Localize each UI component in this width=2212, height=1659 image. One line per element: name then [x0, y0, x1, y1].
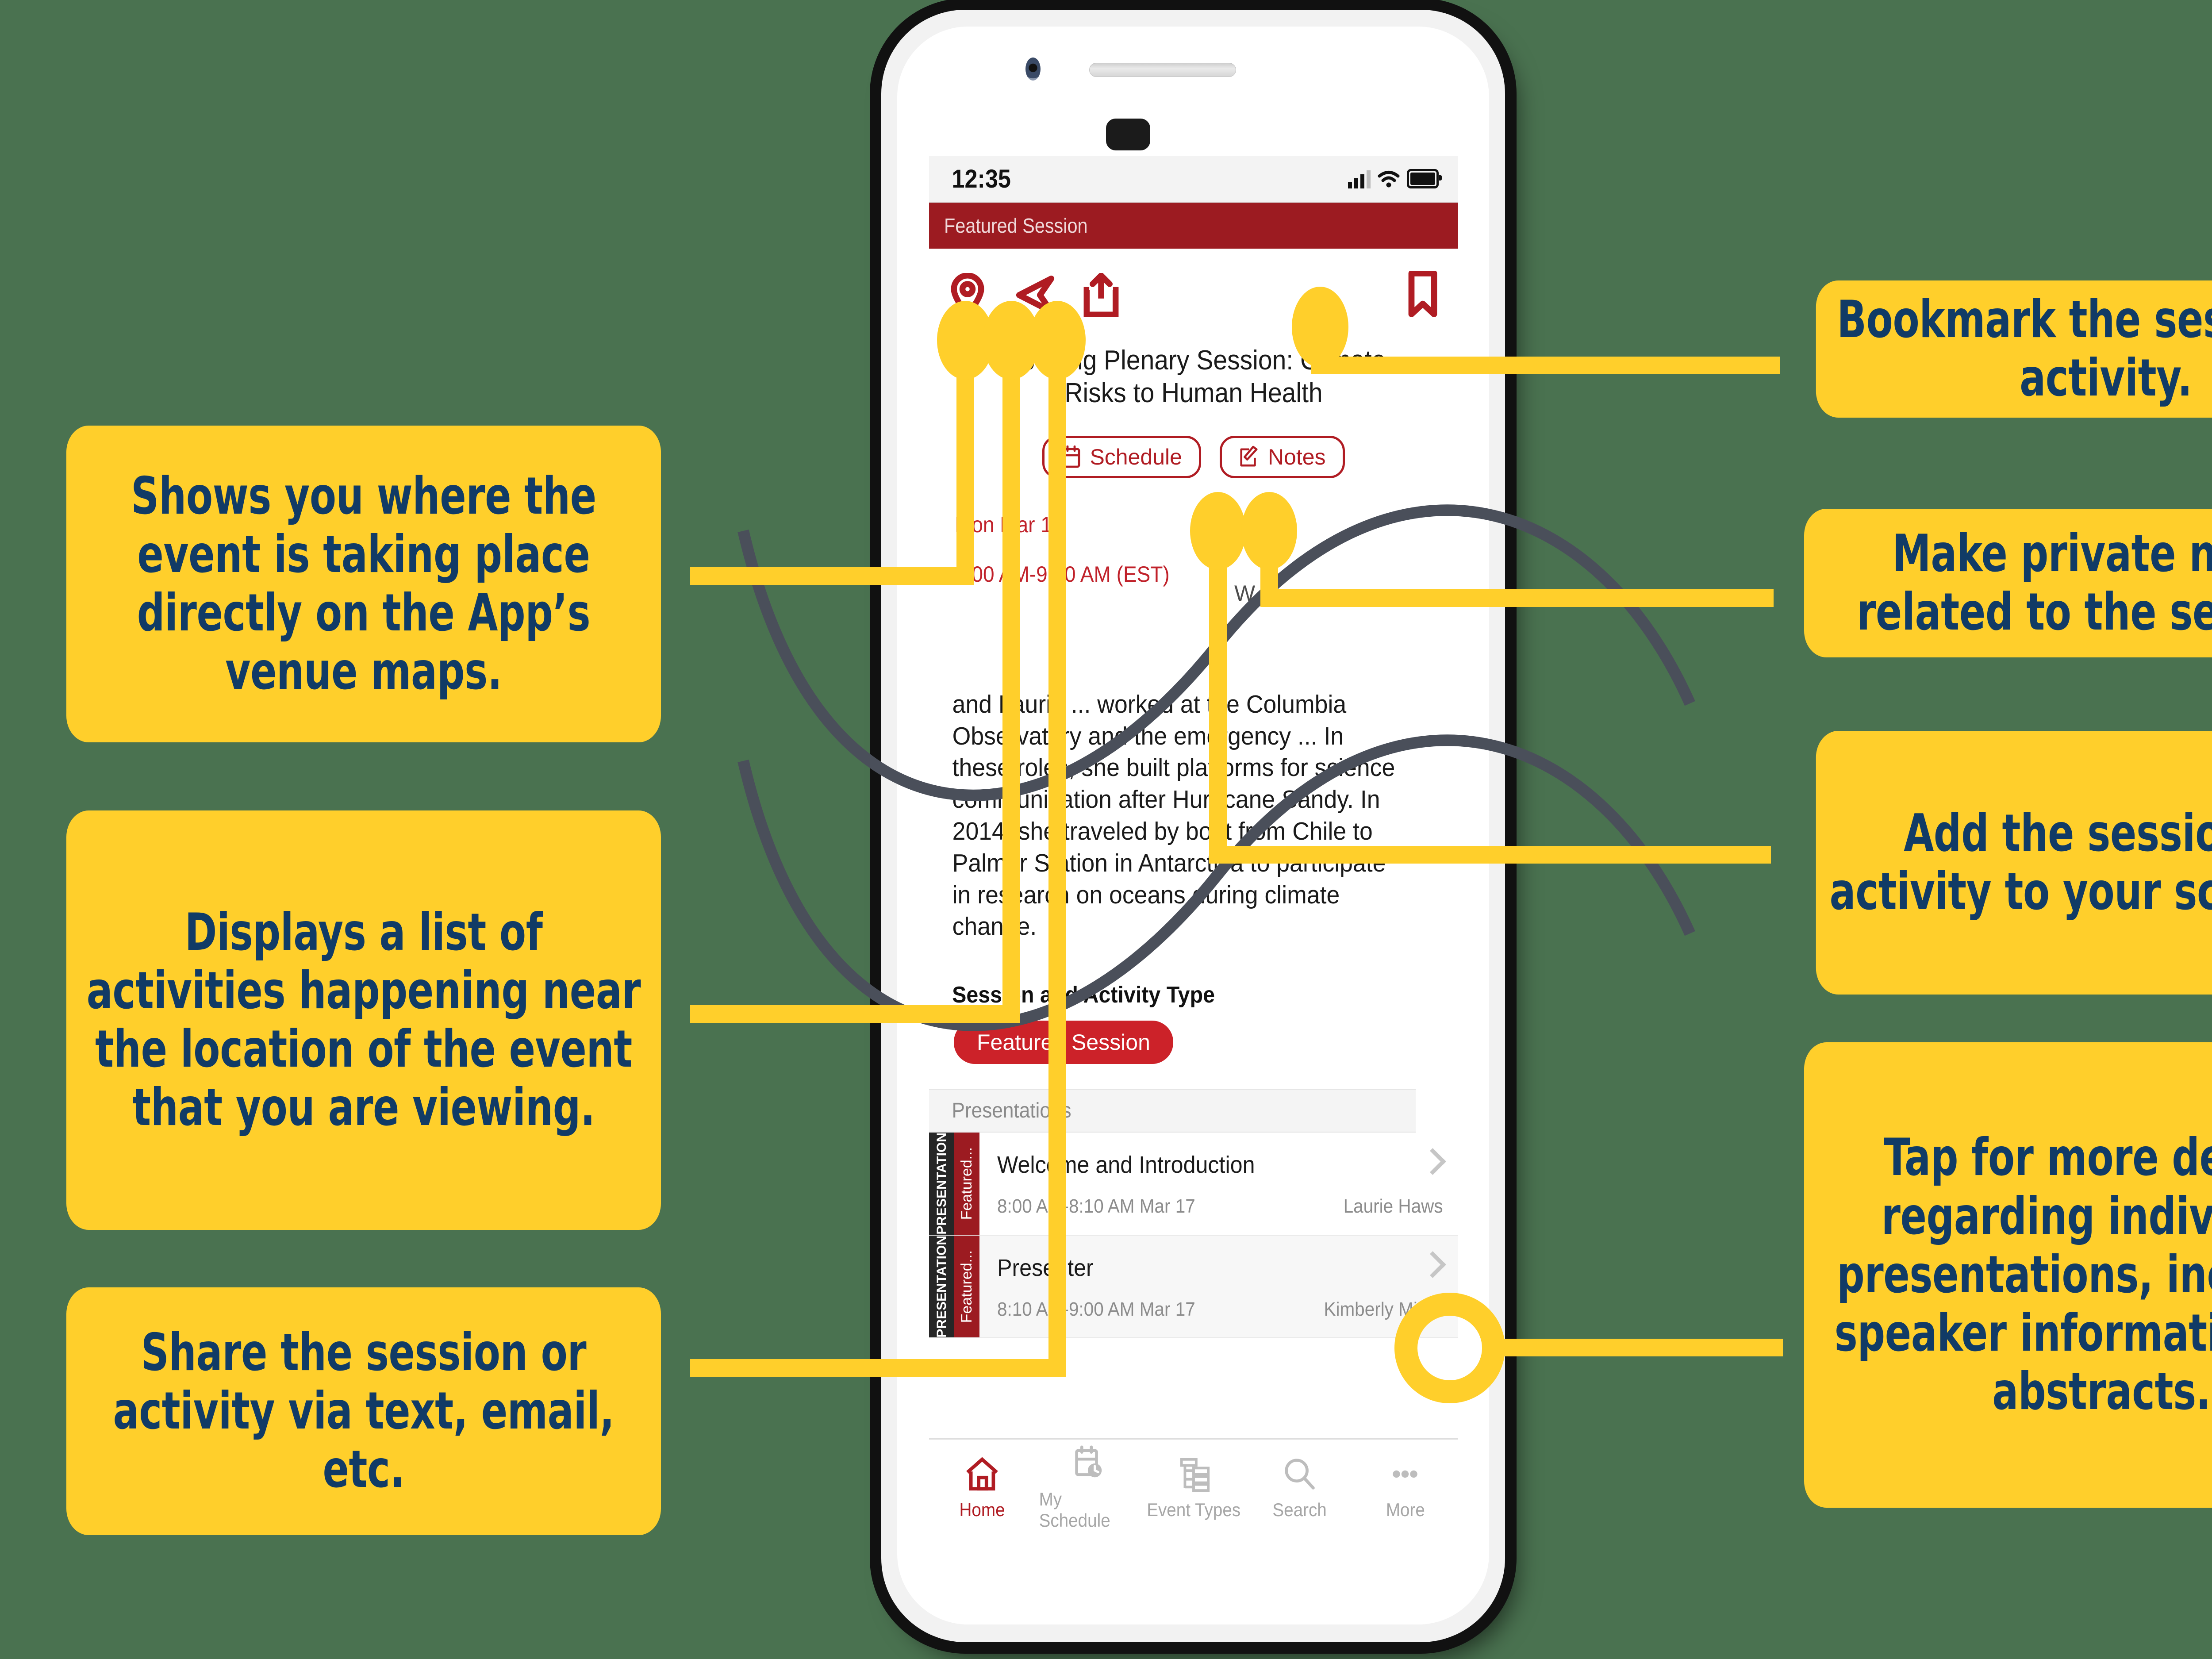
chevron-right-icon[interactable] — [1419, 1148, 1446, 1175]
map-pin-icon[interactable] — [949, 273, 987, 317]
callout-tap-details-text: Tap for more details regarding individua… — [1834, 1128, 2212, 1422]
lead-arm-map-pin — [690, 567, 974, 585]
tab-home-label: Home — [959, 1499, 1005, 1520]
home-icon — [966, 1457, 998, 1491]
lead-dot-share — [1029, 301, 1086, 380]
lead-stem-schedule — [1209, 544, 1227, 864]
presentation-speaker: Laurie Haws — [1344, 1195, 1443, 1217]
tab-my-schedule-label: My Schedule — [1039, 1489, 1110, 1531]
wifi-icon — [1378, 171, 1400, 188]
lead-stem-nearby — [1002, 354, 1020, 1023]
earpiece-speaker-icon — [1089, 63, 1236, 77]
tag-track-label: Featured... — [958, 1250, 975, 1323]
lead-dot-notes — [1241, 492, 1297, 570]
bottom-tab-bar: Home My Schedule — [929, 1438, 1458, 1536]
callout-schedule: Add the session or activity to your sche… — [1816, 731, 2212, 995]
tab-home[interactable]: Home — [929, 1455, 1035, 1521]
app-bar-title: Featured Session — [944, 214, 1088, 237]
callout-notes: Make private notes related to the sessio… — [1804, 509, 2212, 657]
lead-arm-share — [690, 1359, 1066, 1377]
presentations-section-header: Presentations — [929, 1089, 1416, 1133]
tab-event-types[interactable]: Event Types — [1141, 1455, 1246, 1521]
ellipsis-icon — [1393, 1470, 1418, 1478]
callout-share: Share the session or activity via text, … — [66, 1287, 661, 1535]
callout-venue-maps-text: Shows you where the event is taking plac… — [131, 466, 596, 702]
session-day: Mon Mar 17 — [955, 512, 1063, 537]
app-bar: Featured Session — [929, 203, 1458, 249]
callout-tap-details: Tap for more details regarding individua… — [1804, 1042, 2212, 1508]
search-icon — [1285, 1459, 1315, 1490]
tab-more[interactable]: More — [1352, 1455, 1458, 1521]
schedule-button[interactable]: Schedule — [1042, 435, 1201, 478]
schedule-icon — [1075, 1445, 1102, 1478]
lead-arm-bookmark — [1311, 357, 1780, 374]
tab-my-schedule[interactable]: My Schedule — [1035, 1444, 1141, 1531]
status-clock: 12:35 — [952, 164, 1011, 193]
presentation-row[interactable]: PRESENTATION Featured... Presenter 8:10 … — [929, 1235, 1458, 1339]
callout-notes-text: Make private notes related to the sessio… — [1857, 523, 2212, 642]
presentation-title: Presenter — [997, 1254, 1094, 1281]
lead-arm-notes — [1260, 589, 1774, 607]
callout-nearby-list-text: Displays a list of activities happening … — [86, 902, 641, 1138]
lead-stem-share — [1048, 354, 1066, 1377]
presentation-tags: PRESENTATION Featured... — [929, 1133, 979, 1235]
tab-more-label: More — [1386, 1499, 1425, 1520]
presentation-row[interactable]: PRESENTATION Featured... Welcome and Int… — [929, 1133, 1458, 1236]
tag-track: Featured... — [954, 1133, 979, 1235]
tag-track: Featured... — [954, 1235, 979, 1338]
lead-dot-schedule — [1190, 492, 1246, 570]
presentation-time: 8:00 AM-8:10 AM Mar 17 — [997, 1195, 1195, 1217]
callout-bookmark: Bookmark the session or activity. — [1816, 280, 2212, 418]
lead-ring-chevron — [1394, 1293, 1505, 1403]
tab-search-label: Search — [1272, 1499, 1327, 1520]
lead-stem-map-pin — [956, 354, 974, 582]
cellular-bars-icon — [1348, 170, 1371, 188]
callout-schedule-text: Add the session or activity to your sche… — [1829, 803, 2212, 922]
proximity-sensor-icon — [1106, 119, 1150, 150]
schedule-button-label: Schedule — [1090, 444, 1182, 469]
bookmark-icon[interactable] — [1407, 270, 1439, 318]
share-icon[interactable] — [1083, 273, 1119, 317]
notes-button[interactable]: Notes — [1219, 435, 1345, 478]
lead-arm-nearby — [690, 1005, 1020, 1023]
presentation-tags: PRESENTATION Featured... — [929, 1235, 979, 1338]
session-time: 8:00 AM-9:00 AM (EST) — [955, 561, 1170, 587]
tab-search[interactable]: Search — [1247, 1455, 1352, 1521]
lead-arm-chevron — [1491, 1339, 1783, 1356]
status-bar: 12:35 — [929, 156, 1458, 203]
presentation-title: Welcome and Introduction — [997, 1152, 1255, 1179]
battery-full-icon — [1407, 169, 1442, 188]
event-types-icon — [1180, 1458, 1210, 1492]
session-quick-actions: Schedule Notes — [929, 435, 1458, 478]
callout-share-text: Share the session or activity via text, … — [113, 1322, 614, 1500]
callout-nearby-list: Displays a list of activities happening … — [66, 810, 661, 1230]
status-icons — [1348, 169, 1442, 188]
tag-track-label: Featured... — [958, 1147, 975, 1220]
tag-type: PRESENTATION — [929, 1133, 954, 1235]
front-camera-icon — [1025, 58, 1041, 81]
note-edit-icon — [1240, 445, 1258, 467]
lead-dot-bookmark — [1292, 287, 1348, 367]
tab-event-types-label: Event Types — [1147, 1499, 1240, 1520]
lead-arm-schedule — [1209, 846, 1771, 864]
tag-type-label: PRESENTATION — [934, 1235, 949, 1338]
presentation-time: 8:10 AM-9:00 AM Mar 17 — [997, 1298, 1195, 1320]
tag-type: PRESENTATION — [929, 1235, 954, 1338]
chevron-right-icon[interactable] — [1419, 1251, 1446, 1278]
callout-venue-maps: Shows you where the event is taking plac… — [66, 426, 661, 742]
notes-button-label: Notes — [1267, 444, 1326, 469]
callout-bookmark-text: Bookmark the session or activity. — [1837, 289, 2212, 408]
tag-type-label: PRESENTATION — [934, 1133, 949, 1235]
